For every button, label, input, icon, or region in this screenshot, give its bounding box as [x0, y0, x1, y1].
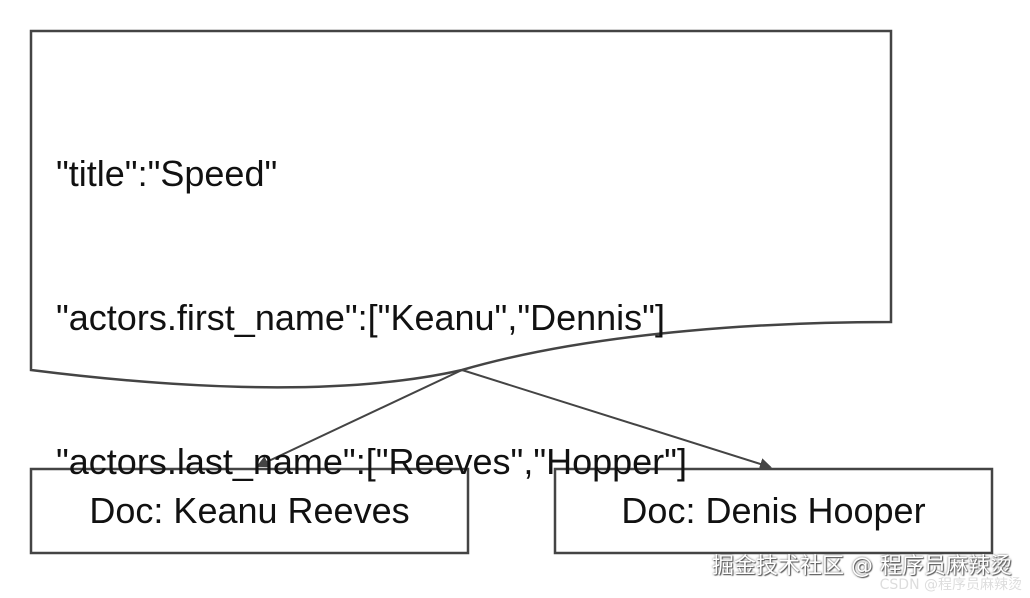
right-doc-label: Doc: Denis Hooper: [621, 490, 926, 531]
watermark-sub: CSDN @程序员麻辣烫: [879, 577, 1022, 593]
document-line-first-names: "actors.first_name":["Keanu","Dennis"]: [56, 297, 665, 338]
left-doc-label: Doc: Keanu Reeves: [89, 490, 410, 531]
document-line-title: "title":"Speed": [56, 153, 278, 194]
left-doc-box: [29, 467, 470, 555]
watermark: 掘金技术社区 @ 程序员麻辣烫: [712, 554, 1012, 579]
right-doc-box: [553, 467, 994, 555]
arrow-to-right-doc: [461, 369, 772, 470]
document-line-last-names: "actors.last_name":["Reeves","Hopper"]: [56, 441, 687, 482]
document-content: "title":"Speed" "actors.first_name":["Ke…: [56, 54, 687, 534]
arrow-to-left-doc: [256, 369, 463, 468]
